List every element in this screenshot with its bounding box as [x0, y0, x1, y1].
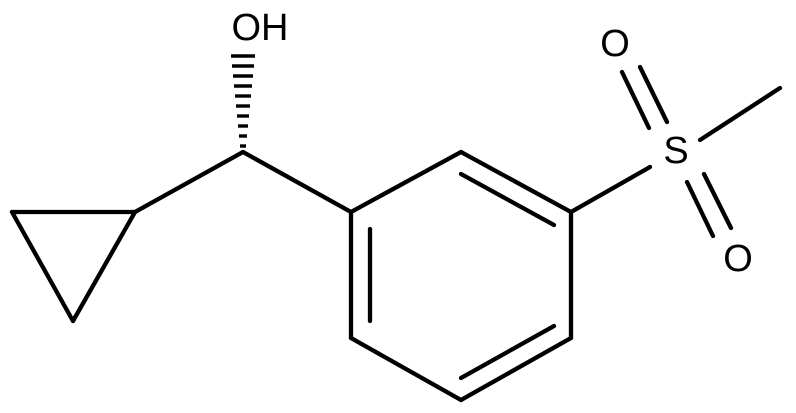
sulfonyl-double-bond-bottom	[684, 171, 734, 239]
bond-carbinol-aryl	[240, 149, 354, 215]
cyclopropyl-bond-left	[9, 209, 76, 324]
oxygen-atom-label-top: O	[600, 23, 630, 65]
ring-bond	[458, 335, 574, 403]
hydroxyl-label: OH	[232, 7, 289, 49]
sulfur-atom-label: S	[663, 130, 688, 172]
sulfonyl-double-bond-top	[619, 64, 670, 131]
ring-double-bond-inner	[458, 323, 557, 381]
ring-bond	[348, 149, 464, 215]
ring-bond	[348, 335, 464, 403]
ring-double-bond-inner	[458, 171, 557, 228]
oxygen-atom-label-bottom: O	[723, 238, 753, 280]
hashed-wedge-bond	[231, 54, 255, 148]
ring-bond	[458, 149, 574, 215]
bond-aryl-sulfur	[568, 164, 653, 215]
benzene-ring	[348, 149, 574, 403]
cyclopropyl-bond-right	[70, 209, 138, 324]
cyclopropyl-ring	[9, 209, 138, 324]
double-bond-line	[684, 179, 716, 239]
double-bond-line	[619, 69, 652, 131]
bond-cyclopropyl-carbinol	[132, 149, 246, 215]
bond-sulfur-methyl	[697, 85, 783, 143]
double-bond-line	[637, 64, 670, 125]
double-bond-line	[701, 171, 734, 231]
